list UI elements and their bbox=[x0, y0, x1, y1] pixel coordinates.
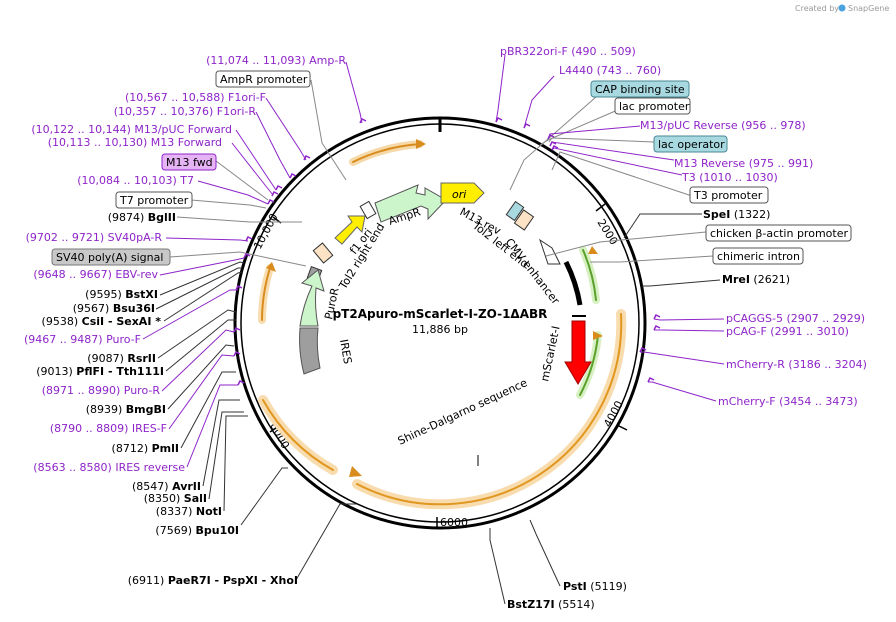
label-bstz17i: BstZ17I (5514) bbox=[507, 598, 595, 611]
label-mrei: MreI (2621) bbox=[722, 273, 790, 286]
label-csii-sexai: (9538) CsiI - SexAI * bbox=[42, 315, 162, 328]
feature-ires-bar bbox=[299, 327, 321, 375]
label-sali: (8350) SalI bbox=[144, 492, 207, 505]
label-puro-r: (8971 .. 8990) Puro-R bbox=[42, 384, 161, 397]
label-m13-fwd: M13 fwd bbox=[166, 156, 213, 169]
box-cap-binding-site bbox=[590, 80, 690, 98]
label-f1ori-r: (10,357 .. 10,376) F1ori-R bbox=[114, 105, 257, 118]
label-psti: PstI (5119) bbox=[563, 580, 627, 593]
label-pflfi-tth111i: (9013) PflFI - Tth111I bbox=[36, 365, 164, 378]
box-chicken-actin-promoter bbox=[705, 224, 852, 242]
label-lac-promoter: lac promoter bbox=[619, 100, 690, 113]
label-sv40-polya: SV40 poly(A) signal bbox=[56, 251, 163, 264]
orf-arrowheads bbox=[266, 139, 603, 477]
box-lac-operator bbox=[653, 135, 728, 153]
label-rsrii: (9087) RsrII bbox=[87, 352, 156, 365]
label-f1ori-f: (10,567 .. 10,588) F1ori-F bbox=[125, 91, 266, 104]
ori-label: ori bbox=[452, 188, 466, 201]
label-mcherry-f: mCherry-F (3454 .. 3473) bbox=[718, 395, 858, 408]
label-sv40pa-r: (9702 .. 9721) SV40pA-R bbox=[26, 231, 163, 244]
label-ebv-rev: (9648 .. 9667) EBV-rev bbox=[33, 268, 158, 281]
label-spei: SpeI (1322) bbox=[703, 208, 770, 221]
label-chicken-actin-promoter: chicken β-actin promoter bbox=[710, 227, 848, 240]
feature-ori-arrow bbox=[440, 182, 485, 204]
snapgene-brand: SnapGene bbox=[848, 4, 889, 13]
shine-dalgarno-label: Shine-Dalgarno sequence bbox=[396, 376, 530, 448]
label-m13-puc-forward: (10,122 .. 10,144) M13/pUC Forward bbox=[31, 123, 232, 136]
label-bglii: (9874) BglII bbox=[108, 211, 176, 224]
label-l4440: L4440 (743 .. 760) bbox=[559, 64, 661, 77]
snapgene-logo-icon bbox=[838, 4, 846, 12]
label-cap-binding-site: CAP binding site bbox=[595, 83, 685, 96]
label-mcherry-r: mCherry-R (3186 .. 3204) bbox=[726, 358, 867, 371]
box-t7-promoter bbox=[115, 191, 193, 209]
label-pbr322ori-f: pBR322ori-F (490 .. 509) bbox=[500, 45, 636, 58]
label-t3: T3 (1010 .. 1030) bbox=[681, 171, 778, 184]
created-by-text: Created by bbox=[795, 4, 839, 13]
label-ampr-promoter: AmpR promoter bbox=[220, 73, 308, 86]
box-m13-fwd bbox=[161, 153, 217, 171]
left-labels: (11,074 .. 11,093) Amp-R AmpR promoter (… bbox=[24, 54, 346, 587]
label-t3-promoter: T3 promoter bbox=[693, 189, 763, 202]
label-pcaggs-5: pCAGGS-5 (2907 .. 2929) bbox=[726, 312, 865, 325]
label-paer7i-pspxi-xhoi: (6911) PaeR7I - PspXI - XhoI bbox=[128, 574, 298, 587]
label-t7: (10,084 .. 10,103) T7 bbox=[77, 174, 194, 187]
primer-marks bbox=[233, 116, 661, 386]
cmv-label: CMV enhancer bbox=[503, 236, 563, 307]
label-bstxi: (9595) BstXI bbox=[85, 288, 158, 301]
label-m13-puc-reverse: M13/pUC Reverse (956 .. 978) bbox=[640, 119, 806, 132]
label-m13-forward: (10,113 .. 10,130) M13 Forward bbox=[48, 136, 222, 149]
label-ires-f: (8790 .. 8809) IRES-F bbox=[50, 422, 167, 435]
feature-puror-arrow bbox=[299, 269, 325, 327]
right-labels: pBR322ori-F (490 .. 509) L4440 (743 .. 7… bbox=[500, 45, 867, 611]
plasmid-name: pT2Apuro-mScarlet-I-ZO-1ΔABR bbox=[333, 307, 548, 321]
box-t3-promoter bbox=[689, 186, 769, 204]
orf-arcs bbox=[258, 140, 627, 510]
feature-f1ori-arrow bbox=[334, 215, 366, 245]
label-noti: (8337) NotI bbox=[156, 505, 222, 518]
box-chimeric-intron bbox=[712, 247, 804, 265]
box-lac-promoter bbox=[614, 97, 691, 115]
label-bpu10i: (7569) Bpu10I bbox=[155, 524, 239, 537]
label-amp-r: (11,074 .. 11,093) Amp-R bbox=[206, 54, 346, 67]
label-avrii: (8547) AvrII bbox=[132, 480, 201, 493]
label-pmli: (8712) PmlI bbox=[112, 442, 179, 455]
leader-lines-right bbox=[489, 54, 725, 605]
box-ampr-promoter bbox=[215, 70, 311, 88]
label-puro-f: (9467 .. 9487) Puro-F bbox=[24, 333, 141, 346]
tick-label-6000: 6000 bbox=[440, 516, 468, 529]
feature-mscarlet-arrow bbox=[564, 315, 592, 385]
leader-lines-left bbox=[142, 61, 363, 581]
label-lac-operator: lac operator bbox=[658, 138, 725, 151]
label-chimeric-intron: chimeric intron bbox=[717, 250, 800, 263]
label-m13-reverse: M13 Reverse (975 .. 991) bbox=[674, 157, 813, 170]
label-ires-reverse: (8563 .. 8580) IRES reverse bbox=[33, 461, 185, 474]
label-t7-promoter: T7 promoter bbox=[119, 194, 189, 207]
mscarlet-label: mScarlet-I bbox=[538, 325, 562, 383]
label-bmgbi: (8939) BmgBI bbox=[86, 403, 166, 416]
ires-label: IRES bbox=[337, 338, 354, 365]
plasmid-size: 11,886 bp bbox=[412, 323, 468, 336]
label-bsu36i: (9567) Bsu36I bbox=[73, 302, 155, 315]
label-pcag-f: pCAG-F (2991 .. 3010) bbox=[726, 325, 849, 338]
feature-cmv-arc bbox=[563, 260, 583, 306]
box-sv40-polya bbox=[51, 248, 171, 266]
